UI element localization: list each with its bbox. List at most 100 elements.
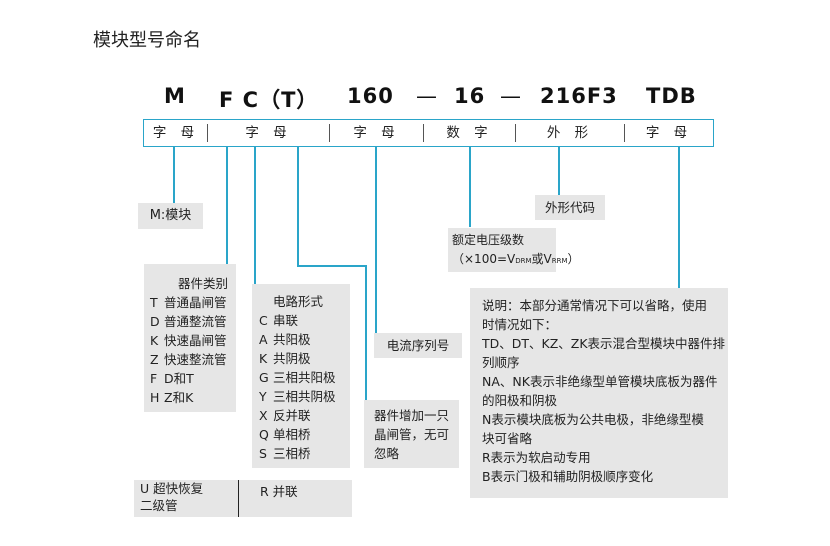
note-line: N表示模块底板为公共电极，非绝缘型模 (482, 412, 704, 427)
connector-voltage (469, 147, 471, 227)
connector-shape (558, 147, 560, 195)
code-dash-2: — (500, 84, 522, 108)
category-separator (207, 124, 208, 142)
device-type-item: Z 快速整流管 (150, 350, 236, 369)
device-type-item-code: Z (150, 352, 159, 367)
connector-thyristor-c (365, 265, 367, 400)
connector-circuit (254, 147, 256, 284)
circuit-item-desc: 反并联 (273, 408, 311, 423)
circuit-item-code: G (259, 370, 269, 385)
category-letter-3: 字 母 (353, 125, 400, 141)
circuit-item-desc: 三相共阴极 (273, 389, 336, 404)
device-type-item-desc: D和T (164, 371, 194, 386)
voltage-label: 额定电压级数 (452, 233, 525, 247)
circuit-item: Y 三相共阴极 (259, 387, 350, 406)
note-line: NA、NK表示非绝缘型单管模块底板为器件 (482, 374, 718, 389)
device-type-item-desc: 快速晶闸管 (164, 333, 227, 348)
code-voltage: 16 (454, 84, 486, 108)
connector-suffix (678, 147, 680, 288)
thyristor-box: 器件增加一只 晶闸管，无可 忽略 (364, 400, 459, 468)
u-diode-line2: 二级管 (140, 498, 178, 513)
device-type-item-code: D (150, 314, 160, 329)
circuit-item-code: Q (259, 427, 269, 442)
circuit-item-code: S (259, 446, 267, 461)
connector-current (375, 147, 377, 333)
shape-code-box: 外形代码 (535, 195, 605, 220)
device-type-header: 器件类别 (178, 276, 229, 291)
current-series-box: 电流序列号 (374, 333, 462, 358)
connector-device-type (226, 147, 228, 264)
device-type-item-desc: 快速整流管 (164, 352, 227, 367)
thyristor-line: 器件增加一只 (374, 408, 450, 423)
circuit-item: G 三相共阳极 (259, 368, 350, 387)
bottom-divider (238, 480, 239, 517)
thyristor-line: 忽略 (374, 446, 400, 461)
device-type-item-code: H (150, 390, 160, 405)
code-current: 160 (347, 84, 394, 108)
device-type-item: T 普通晶闸管 (150, 293, 236, 312)
category-separator (624, 124, 625, 142)
device-type-item: H Z和K (150, 388, 236, 407)
note-line: 的阳极和阴极 (482, 393, 558, 408)
category-separator (515, 124, 516, 142)
note-line: 时情况如下： (482, 317, 558, 332)
thyristor-line: 晶闸管，无可 (374, 427, 450, 442)
code-shape: 216F3 (540, 84, 618, 108)
device-type-item-code: T (150, 295, 158, 310)
circuit-item-code: Y (259, 389, 267, 404)
device-type-item-desc: Z和K (164, 390, 194, 405)
circuit-item-code: X (259, 408, 268, 423)
category-bar (143, 119, 714, 147)
module-box: M:模块 (138, 203, 203, 229)
circuit-item-desc: 三相共阳极 (273, 370, 336, 385)
category-separator (329, 124, 330, 142)
page-title: 模块型号命名 (93, 30, 201, 51)
circuit-item: K 共阴极 (259, 349, 350, 368)
circuit-item: S 三相桥 (259, 444, 350, 463)
device-type-item-desc: 普通晶闸管 (164, 295, 227, 310)
device-type-item: K 快速晶闸管 (150, 331, 236, 350)
circuit-item-desc: 单相桥 (273, 427, 311, 442)
category-letter-2: 字 母 (245, 125, 292, 141)
connector-thyristor-a (297, 147, 299, 267)
r-parallel-text: R 并联 (260, 484, 298, 499)
device-type-item-code: K (150, 333, 159, 348)
circuit-item-code: K (259, 351, 268, 366)
device-type-item-desc: 普通整流管 (164, 314, 227, 329)
code-module: M (164, 84, 186, 108)
circuit-item-desc: 串联 (273, 313, 299, 328)
note-line: TD、DT、KZ、ZK表示混合型模块中器件排 (482, 336, 726, 351)
circuit-item: Q 单相桥 (259, 425, 350, 444)
category-letter-1: 字 母 (152, 125, 200, 141)
note-line: 说明：本部分通常情况下可以省略，使用 (482, 298, 708, 313)
category-shape: 外 形 (546, 125, 594, 141)
note-line: 列顺序 (482, 355, 520, 370)
note-line: R表示为软启动专用 (482, 450, 591, 465)
bottom-box: U 超快恢复 二级管 R 并联 (134, 480, 352, 517)
connector-m (173, 147, 175, 203)
code-type: F C（T） (219, 88, 319, 112)
voltage-box: 额定电压级数 （×100=VDRM或VRRM） (448, 228, 580, 272)
voltage-formula: （×100=VDRM或VRRM） (452, 252, 580, 266)
circuit-item: C 串联 (259, 311, 350, 330)
code-suffix: TDB (646, 84, 697, 108)
connector-thyristor-b (297, 265, 367, 267)
circuit-item-desc: 三相桥 (273, 446, 311, 461)
circuit-item: X 反并联 (259, 406, 350, 425)
note-line: 块可省略 (482, 431, 533, 446)
note-line: B表示门极和辅助阴极顺序变化 (482, 469, 654, 484)
category-letter-4: 字 母 (645, 125, 693, 141)
u-diode-text: U 超快恢复 二级管 (140, 480, 203, 514)
device-type-item: D 普通整流管 (150, 312, 236, 331)
circuit-item-code: C (259, 313, 268, 328)
category-digit: 数 字 (446, 125, 493, 141)
category-separator (423, 124, 424, 142)
circuit-header: 电路形式 (273, 294, 324, 309)
code-dash-1: — (416, 84, 438, 108)
u-diode-line1: U 超快恢复 (140, 481, 204, 496)
circuit-item-desc: 共阴极 (273, 351, 311, 366)
